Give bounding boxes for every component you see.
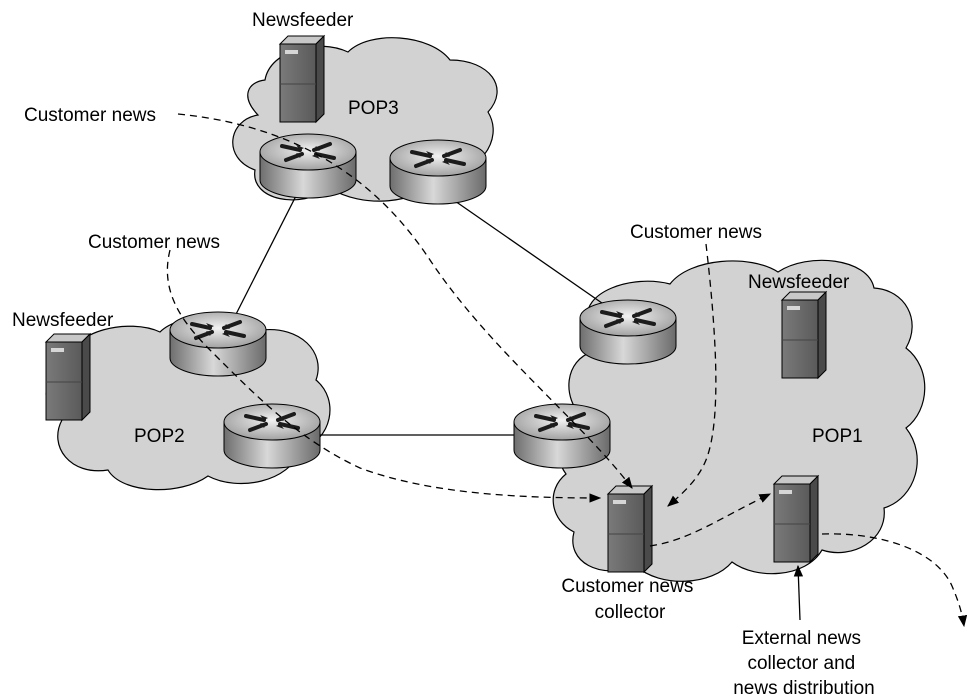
newsfeeder-pop3-server-icon: [279, 35, 325, 123]
newsfeeder-pop2-server-icon: [45, 333, 91, 421]
customer-news-collector-label: Customer news collector: [561, 576, 698, 623]
link-pop3-pop2: [227, 187, 301, 331]
pop1-router-top-icon: [578, 298, 678, 366]
pop1-router-bottom-icon: [512, 402, 612, 470]
newsfeeder-pop1-label: Newsfeeder: [748, 272, 850, 293]
pop2-router-top-icon: [168, 310, 268, 378]
flow-external-distribution: [821, 533, 967, 628]
customer-news-pop2-label: Customer news: [88, 232, 220, 253]
pop3-label: POP3: [348, 98, 399, 119]
arrow-external-label: [793, 564, 804, 621]
flow-pop3-customer-news: [177, 113, 633, 489]
customer-news-pop3-label: Customer news: [24, 105, 156, 126]
flow-pop2-customer-news: [166, 249, 602, 503]
flow-collector-to-external: [649, 493, 772, 547]
external-news-collector-label: External news collector and news distrib…: [733, 628, 875, 696]
customer-news-collector-server-icon: [607, 485, 653, 573]
flow-pop1-customer-news: [667, 243, 717, 507]
pop1-label: POP1: [812, 426, 863, 447]
newsfeeder-pop1-server-icon: [781, 291, 827, 379]
customer-news-pop1-label: Customer news: [630, 222, 762, 243]
link-pop3-pop1: [441, 191, 613, 311]
external-news-collector-server-icon: [773, 475, 819, 563]
newsfeeder-pop2-label: Newsfeeder: [12, 310, 114, 331]
pop2-label: POP2: [134, 426, 185, 447]
newsfeeder-pop3-label: Newsfeeder: [252, 10, 354, 31]
pop3-router-left-icon: [258, 132, 358, 200]
pop3-router-right-icon: [388, 138, 488, 206]
